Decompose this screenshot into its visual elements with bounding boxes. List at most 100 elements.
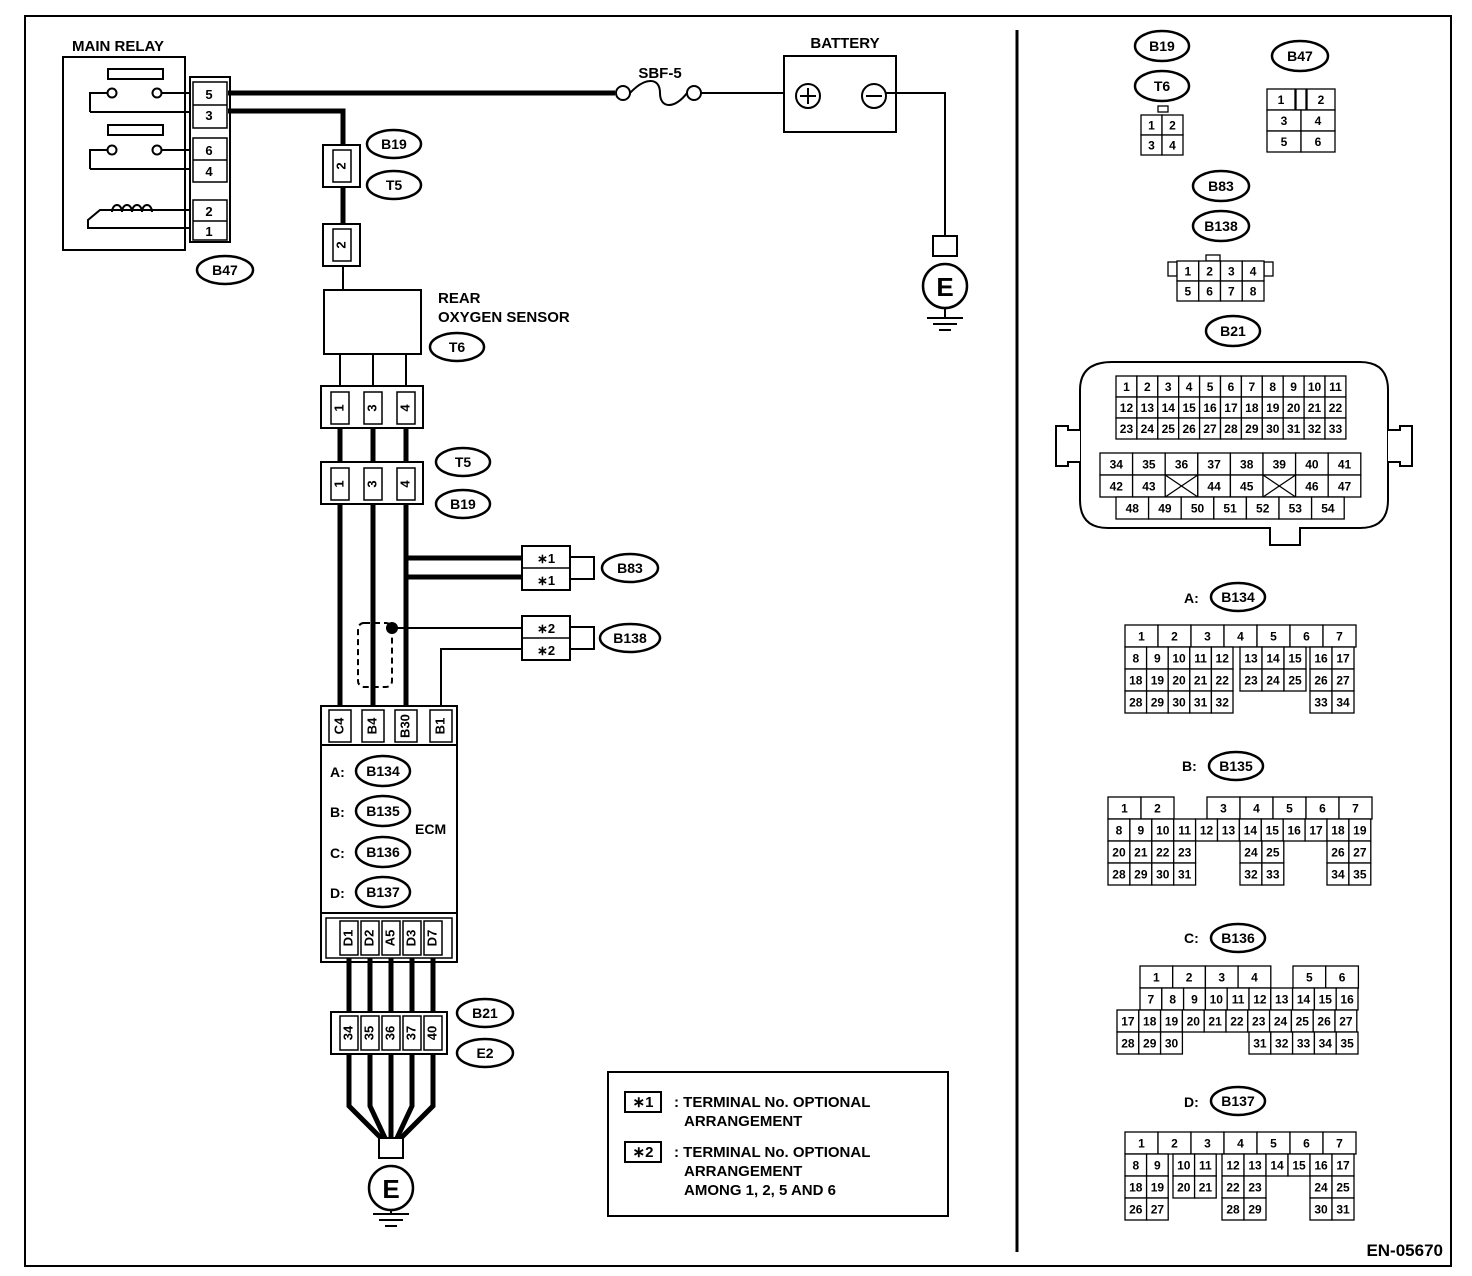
pin-number: 50 <box>1191 502 1205 516</box>
relay-terminal-label: 1 <box>205 224 212 239</box>
svg-text:35: 35 <box>361 1026 376 1040</box>
connector-tag-b136 <box>1209 922 1267 954</box>
pin-cell <box>1261 862 1285 886</box>
pin-number: 1 <box>1278 93 1285 107</box>
pin-number: 32 <box>1275 1037 1289 1051</box>
connector-tag-t5 <box>365 169 423 201</box>
pin-number: 8 <box>1250 285 1257 299</box>
pin-number: 19 <box>1165 1015 1179 1029</box>
pin-number: 7 <box>1352 802 1359 816</box>
pin-number: 2 <box>1171 1137 1178 1151</box>
pin-number: 31 <box>1287 422 1301 436</box>
pin-number: 1 <box>1121 802 1128 816</box>
pin-number: 52 <box>1256 502 1270 516</box>
pin-number: 28 <box>1226 1203 1240 1217</box>
pin-number: 2 <box>1154 802 1161 816</box>
pin-number: 18 <box>1129 1181 1143 1195</box>
pin-number: 7 <box>1336 630 1343 644</box>
pin-number: 6 <box>1206 285 1213 299</box>
pin-number: 22 <box>1230 1015 1244 1029</box>
pin-number: 54 <box>1321 502 1335 516</box>
pin-number: 40 <box>1305 458 1319 472</box>
pin-number: 20 <box>1187 1015 1201 1029</box>
pin-cell <box>1241 280 1265 302</box>
svg-text:3: 3 <box>364 480 379 487</box>
svg-text:E2: E2 <box>476 1045 493 1061</box>
pin-number: 5 <box>1270 1137 1277 1151</box>
svg-text:3: 3 <box>364 404 379 411</box>
pin-number: 25 <box>1288 674 1302 688</box>
pin-number: 12 <box>1226 1159 1240 1173</box>
pin-number: 11 <box>1194 652 1207 666</box>
connector-tag-b136 <box>354 835 412 869</box>
svg-text:40: 40 <box>424 1026 439 1040</box>
connector-tag-b134 <box>354 754 412 788</box>
svg-text:36: 36 <box>382 1026 397 1040</box>
relay-contact <box>151 144 163 156</box>
diagram-frame <box>24 15 1452 1267</box>
pin-number: 28 <box>1112 868 1126 882</box>
svg-text:B83: B83 <box>1208 178 1234 194</box>
relay-contact <box>106 144 118 156</box>
pin-number: 13 <box>1248 1159 1262 1173</box>
svg-text:B137: B137 <box>366 884 400 900</box>
pin-number: 33 <box>1297 1037 1311 1051</box>
relay-terminal-label: 3 <box>205 108 212 123</box>
pin-number: 14 <box>1297 993 1311 1007</box>
pin-number: 22 <box>1329 401 1343 415</box>
pin-number: 5 <box>1281 135 1288 149</box>
wire-relay-to-b19 <box>228 108 346 145</box>
svg-text:D7: D7 <box>424 930 439 947</box>
pin-cell <box>1300 130 1336 153</box>
connector-tag-b134 <box>1209 581 1267 613</box>
ground-icon: E <box>367 1137 415 1227</box>
pin-number: 17 <box>1309 824 1323 838</box>
pin-number: 14 <box>1270 1159 1284 1173</box>
pin-cell <box>1331 1197 1355 1221</box>
pin-number: 6 <box>1303 1137 1310 1151</box>
pin-number: 28 <box>1129 696 1143 710</box>
svg-text:B47: B47 <box>212 262 238 278</box>
pin-number: 38 <box>1240 458 1254 472</box>
blank-pin-cross <box>1164 474 1199 498</box>
pin-cell <box>1243 1197 1267 1221</box>
svg-text:D:: D: <box>330 885 345 901</box>
svg-text:A5: A5 <box>382 930 397 947</box>
pin-number: 7 <box>1336 1137 1343 1151</box>
svg-text:B136: B136 <box>1221 930 1255 946</box>
pin-number: 30 <box>1165 1037 1179 1051</box>
ecm: C4 B4 B30 B1 A: B134 B: B135 C: B136 D: … <box>320 705 458 963</box>
pin-number: 41 <box>1338 458 1352 472</box>
pin-number: 15 <box>1266 824 1280 838</box>
pin-number: 22 <box>1156 846 1170 860</box>
pin-number: 32 <box>1308 422 1322 436</box>
pin-number: 16 <box>1287 824 1301 838</box>
pin-number: 19 <box>1266 401 1280 415</box>
svg-text:2: 2 <box>333 241 348 248</box>
svg-text:: TERMINAL No. OPTIONAL: : TERMINAL No. OPTIONAL <box>674 1094 870 1111</box>
pin-number: 14 <box>1162 401 1176 415</box>
svg-text:B1: B1 <box>432 718 447 735</box>
pin-cell <box>1310 496 1345 520</box>
pin-number: 16 <box>1203 401 1217 415</box>
pin-number: 47 <box>1338 480 1352 494</box>
pin-number: 22 <box>1216 674 1230 688</box>
pin-number: 42 <box>1110 480 1124 494</box>
pin-number: 34 <box>1319 1037 1333 1051</box>
ground-wires <box>346 1054 436 1140</box>
pin-number: 37 <box>1207 458 1221 472</box>
pin-number: 3 <box>1204 630 1211 644</box>
pin-number: 3 <box>1281 114 1288 128</box>
pin-number: 27 <box>1151 1203 1165 1217</box>
pin-cell <box>1205 254 1221 262</box>
pin-number: 13 <box>1141 401 1155 415</box>
pin-number: 49 <box>1158 502 1172 516</box>
pin-number: 3 <box>1228 265 1235 279</box>
pin-number: 13 <box>1244 652 1258 666</box>
pin-cell <box>1193 1175 1217 1199</box>
pin-number: 27 <box>1336 674 1350 688</box>
fuse-label: SBF-5 <box>638 65 681 82</box>
svg-text:D2: D2 <box>361 930 376 947</box>
pin-number: 17 <box>1224 401 1238 415</box>
pin-number: 29 <box>1248 1203 1262 1217</box>
